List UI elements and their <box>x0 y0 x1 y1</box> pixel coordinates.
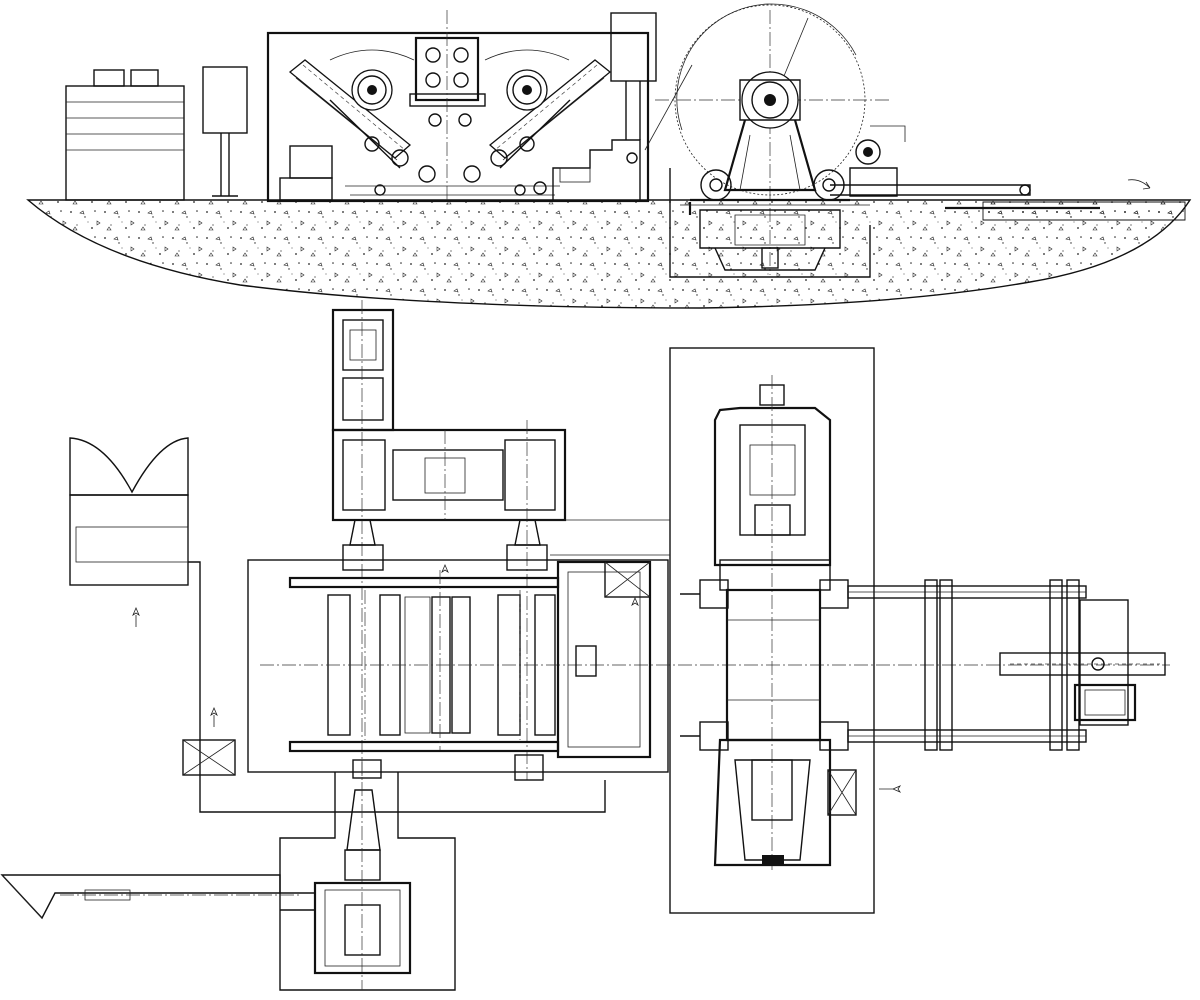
control-cabinet-plan <box>69 437 218 727</box>
plan-view <box>0 300 1170 991</box>
main-machine-frame <box>266 10 650 205</box>
winder-plan-frame <box>400 347 902 914</box>
large-wheel-assembly <box>644 3 1151 278</box>
roll-stand-plan <box>247 559 1170 773</box>
drive-gearbox-top <box>331 300 567 780</box>
hydraulic-cabinet <box>610 12 657 140</box>
control-cabinet-elevation <box>202 66 248 197</box>
rail-track <box>847 579 1166 751</box>
elevation-view <box>26 3 1192 309</box>
storage-tank-unit <box>65 69 185 201</box>
couplings-upper <box>342 519 548 571</box>
lower-drive-train <box>0 754 544 991</box>
foundation-ground <box>26 199 1192 309</box>
